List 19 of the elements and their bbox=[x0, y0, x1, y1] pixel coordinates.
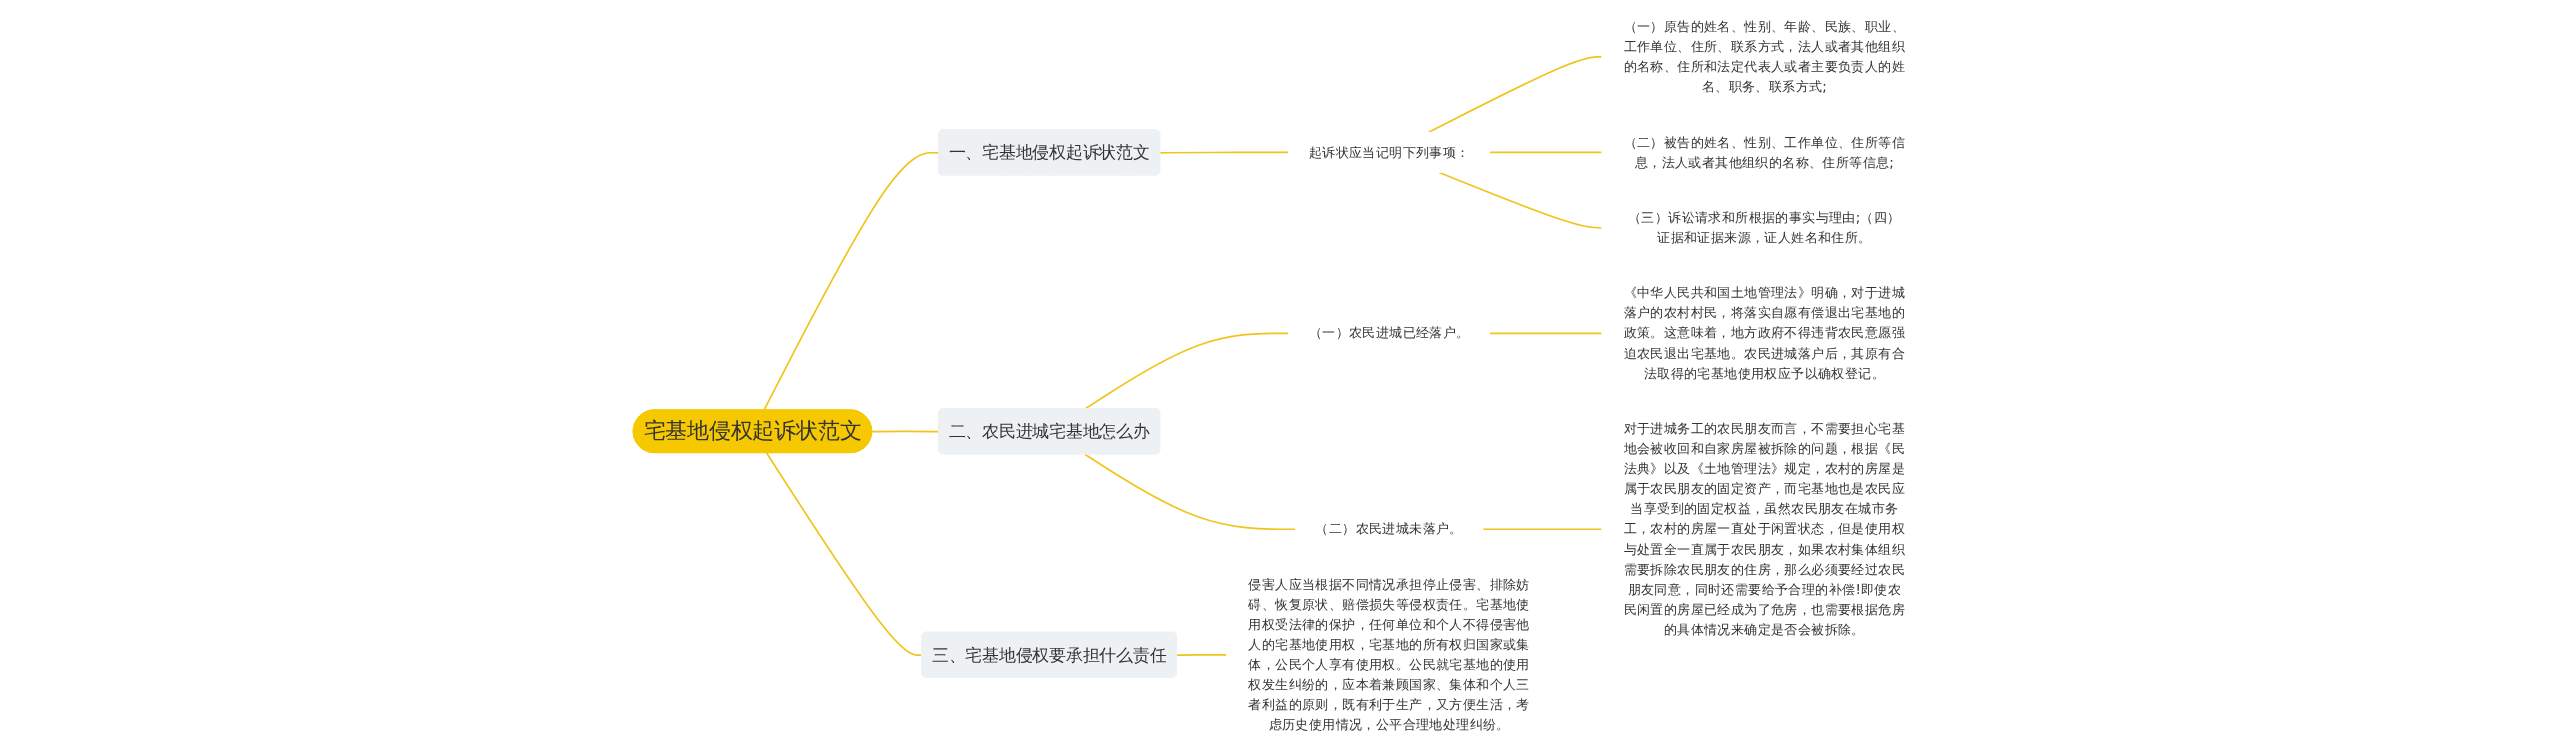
connector bbox=[1488, 151, 1603, 154]
node-text: （二）农民进城未落户。 bbox=[1315, 520, 1463, 537]
connector bbox=[1159, 151, 1290, 154]
node-text: （一）农民进城已经落户。 bbox=[1308, 324, 1470, 341]
connector bbox=[1488, 332, 1603, 335]
node-text: 侵害人应当根据不同情况承担停止侵害、排除妨碍、恢复原状、赔偿损失等侵权责任。宅基地使用权受法律的保护，任何单位和个人不得侵害他人的宅基地使用权，宅基地的所有权归国家或集体，公民个人享有使用权。公民就宅基地的使用权发生纠纷的，应本着兼顾国家、集体和个人三者利益的原则，既有利于生产，又方便生活，考虑历史使用情况，公平合理地处理纠纷。 bbox=[1248, 576, 1530, 733]
node-text: 对于进城务工的农民朋友而言，不需要担心宅基地会被收回和自家房屋被拆除的问题，根据《民法典》以及《土地管理法》规定，农村的房屋是属于农民朋友的固定资产，而宅基地也是农民应当享受到的固定权益，虽然农民朋友在城市务工，农村的房屋一直处于闲置状态，但是使用权与处置全一直属于农民朋友，如果农村集体组织需要拆除农民朋友的住房，那么必须要经过农民朋友同意，同时还需要给予合理的补偿!即使农民闲置的房屋已经成为了危房，也需要根据危房的具体情况来确定是否会被拆除。 bbox=[1623, 420, 1906, 638]
node-text: （三）诉讼请求和所根据的事实与理由;（四）证据和证据来源，证人姓名和住所。 bbox=[1628, 209, 1901, 246]
connector bbox=[1083, 453, 1297, 531]
connector bbox=[1427, 56, 1603, 134]
connector bbox=[1083, 332, 1290, 410]
node-text: 起诉状应当记明下列事项： bbox=[1308, 144, 1470, 160]
connector bbox=[1438, 171, 1603, 229]
connector bbox=[1482, 528, 1603, 531]
node-text: （二）被告的姓名、性别、工作单位、住所等信息，法人或者其他组织的名称、住所等信息; bbox=[1623, 133, 1906, 170]
connector bbox=[1176, 654, 1228, 657]
node-text: 《中华人民共和国土地管理法》明确，对于进城落户的农村村民，将落实自愿有偿退出宅基地的政策。这意味着，地方政府不得违背农民意愿强迫农民退出宅基地。农民进城落户后，其原有合法取得的宅基地使用权应予以确权登记。 bbox=[1623, 284, 1906, 382]
node-text: （一）原告的姓名、性别、年龄、民族、职业、工作单位、住所、联系方式，法人或者其他组织的名称、住所和法定代表人或者主要负责人的姓名、职务、联系方式; bbox=[1623, 18, 1906, 95]
connector bbox=[871, 430, 940, 433]
